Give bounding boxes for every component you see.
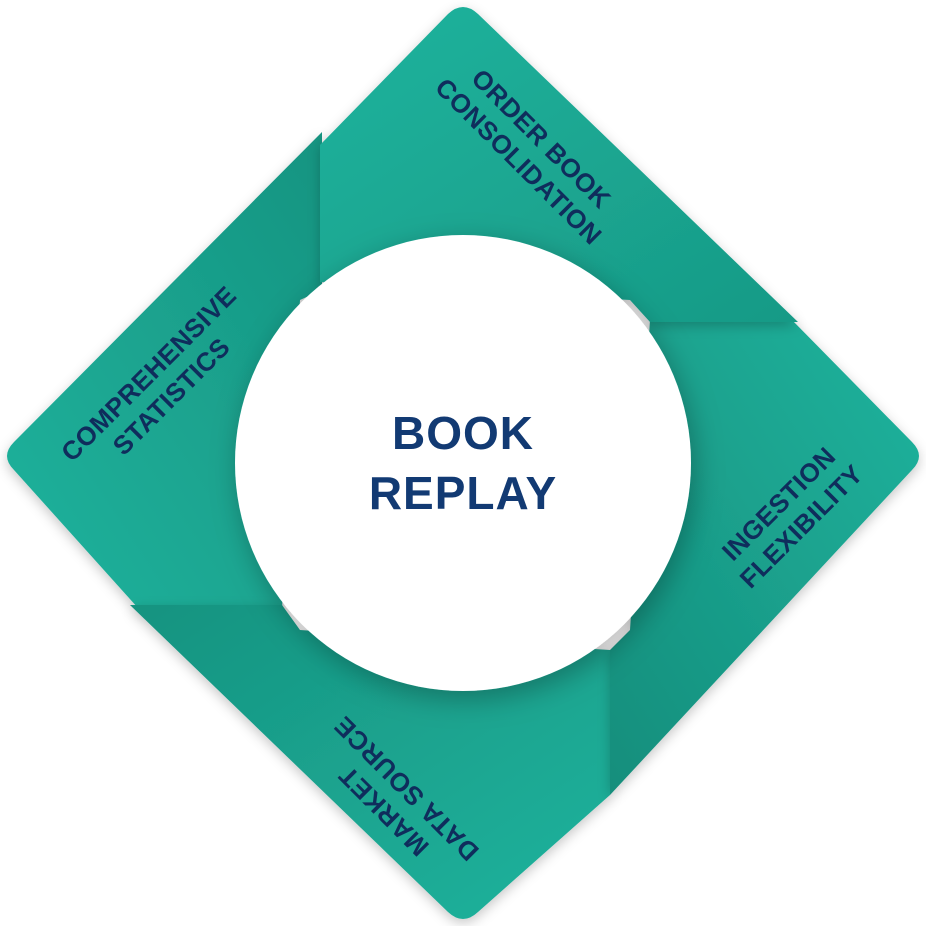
center-title-line1: BOOK (392, 407, 534, 459)
center-title-line2: REPLAY (368, 467, 558, 519)
center-title: BOOK REPLAY (313, 403, 613, 523)
center-circle (235, 235, 691, 691)
